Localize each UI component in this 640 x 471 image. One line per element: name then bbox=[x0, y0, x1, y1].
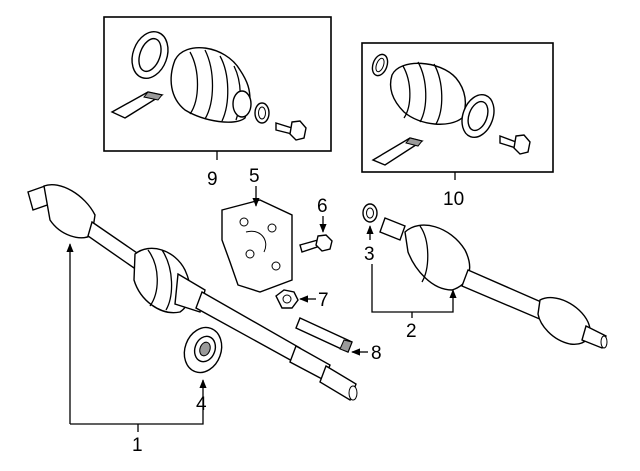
callout-10[interactable]: 10 bbox=[443, 189, 464, 210]
callout-2[interactable]: 2 bbox=[406, 321, 417, 342]
axle-nut-bolt bbox=[275, 120, 307, 141]
axle-washer-4[interactable] bbox=[178, 322, 228, 378]
nut-7[interactable] bbox=[275, 289, 299, 309]
small-clamp bbox=[254, 102, 270, 124]
cv-boot bbox=[170, 46, 252, 123]
callout-8[interactable]: 8 bbox=[371, 343, 382, 364]
callout-7[interactable]: 7 bbox=[318, 290, 329, 311]
grease-packet bbox=[110, 91, 164, 119]
callout-4[interactable]: 4 bbox=[196, 394, 207, 415]
callout-6[interactable]: 6 bbox=[317, 196, 328, 217]
small-ring bbox=[371, 53, 389, 77]
callout-9[interactable]: 9 bbox=[207, 169, 218, 190]
right-axle-shaft[interactable] bbox=[362, 203, 608, 349]
left-axle-shaft[interactable] bbox=[27, 184, 358, 402]
large-ring-outer bbox=[461, 93, 495, 139]
callout-5[interactable]: 5 bbox=[249, 166, 260, 187]
boot-clamp-ring bbox=[131, 31, 169, 79]
boot-kit-box-10[interactable] bbox=[361, 42, 554, 173]
stud-8[interactable] bbox=[295, 317, 353, 353]
grease-packet-outer bbox=[371, 137, 424, 166]
callout-3[interactable]: 3 bbox=[364, 244, 375, 265]
bolt-outer bbox=[499, 134, 531, 155]
support-bracket-5[interactable] bbox=[221, 199, 293, 293]
callout-1[interactable]: 1 bbox=[132, 435, 143, 456]
boot-kit-box-9[interactable] bbox=[103, 16, 332, 152]
bracket-bolt-6[interactable] bbox=[299, 234, 333, 253]
